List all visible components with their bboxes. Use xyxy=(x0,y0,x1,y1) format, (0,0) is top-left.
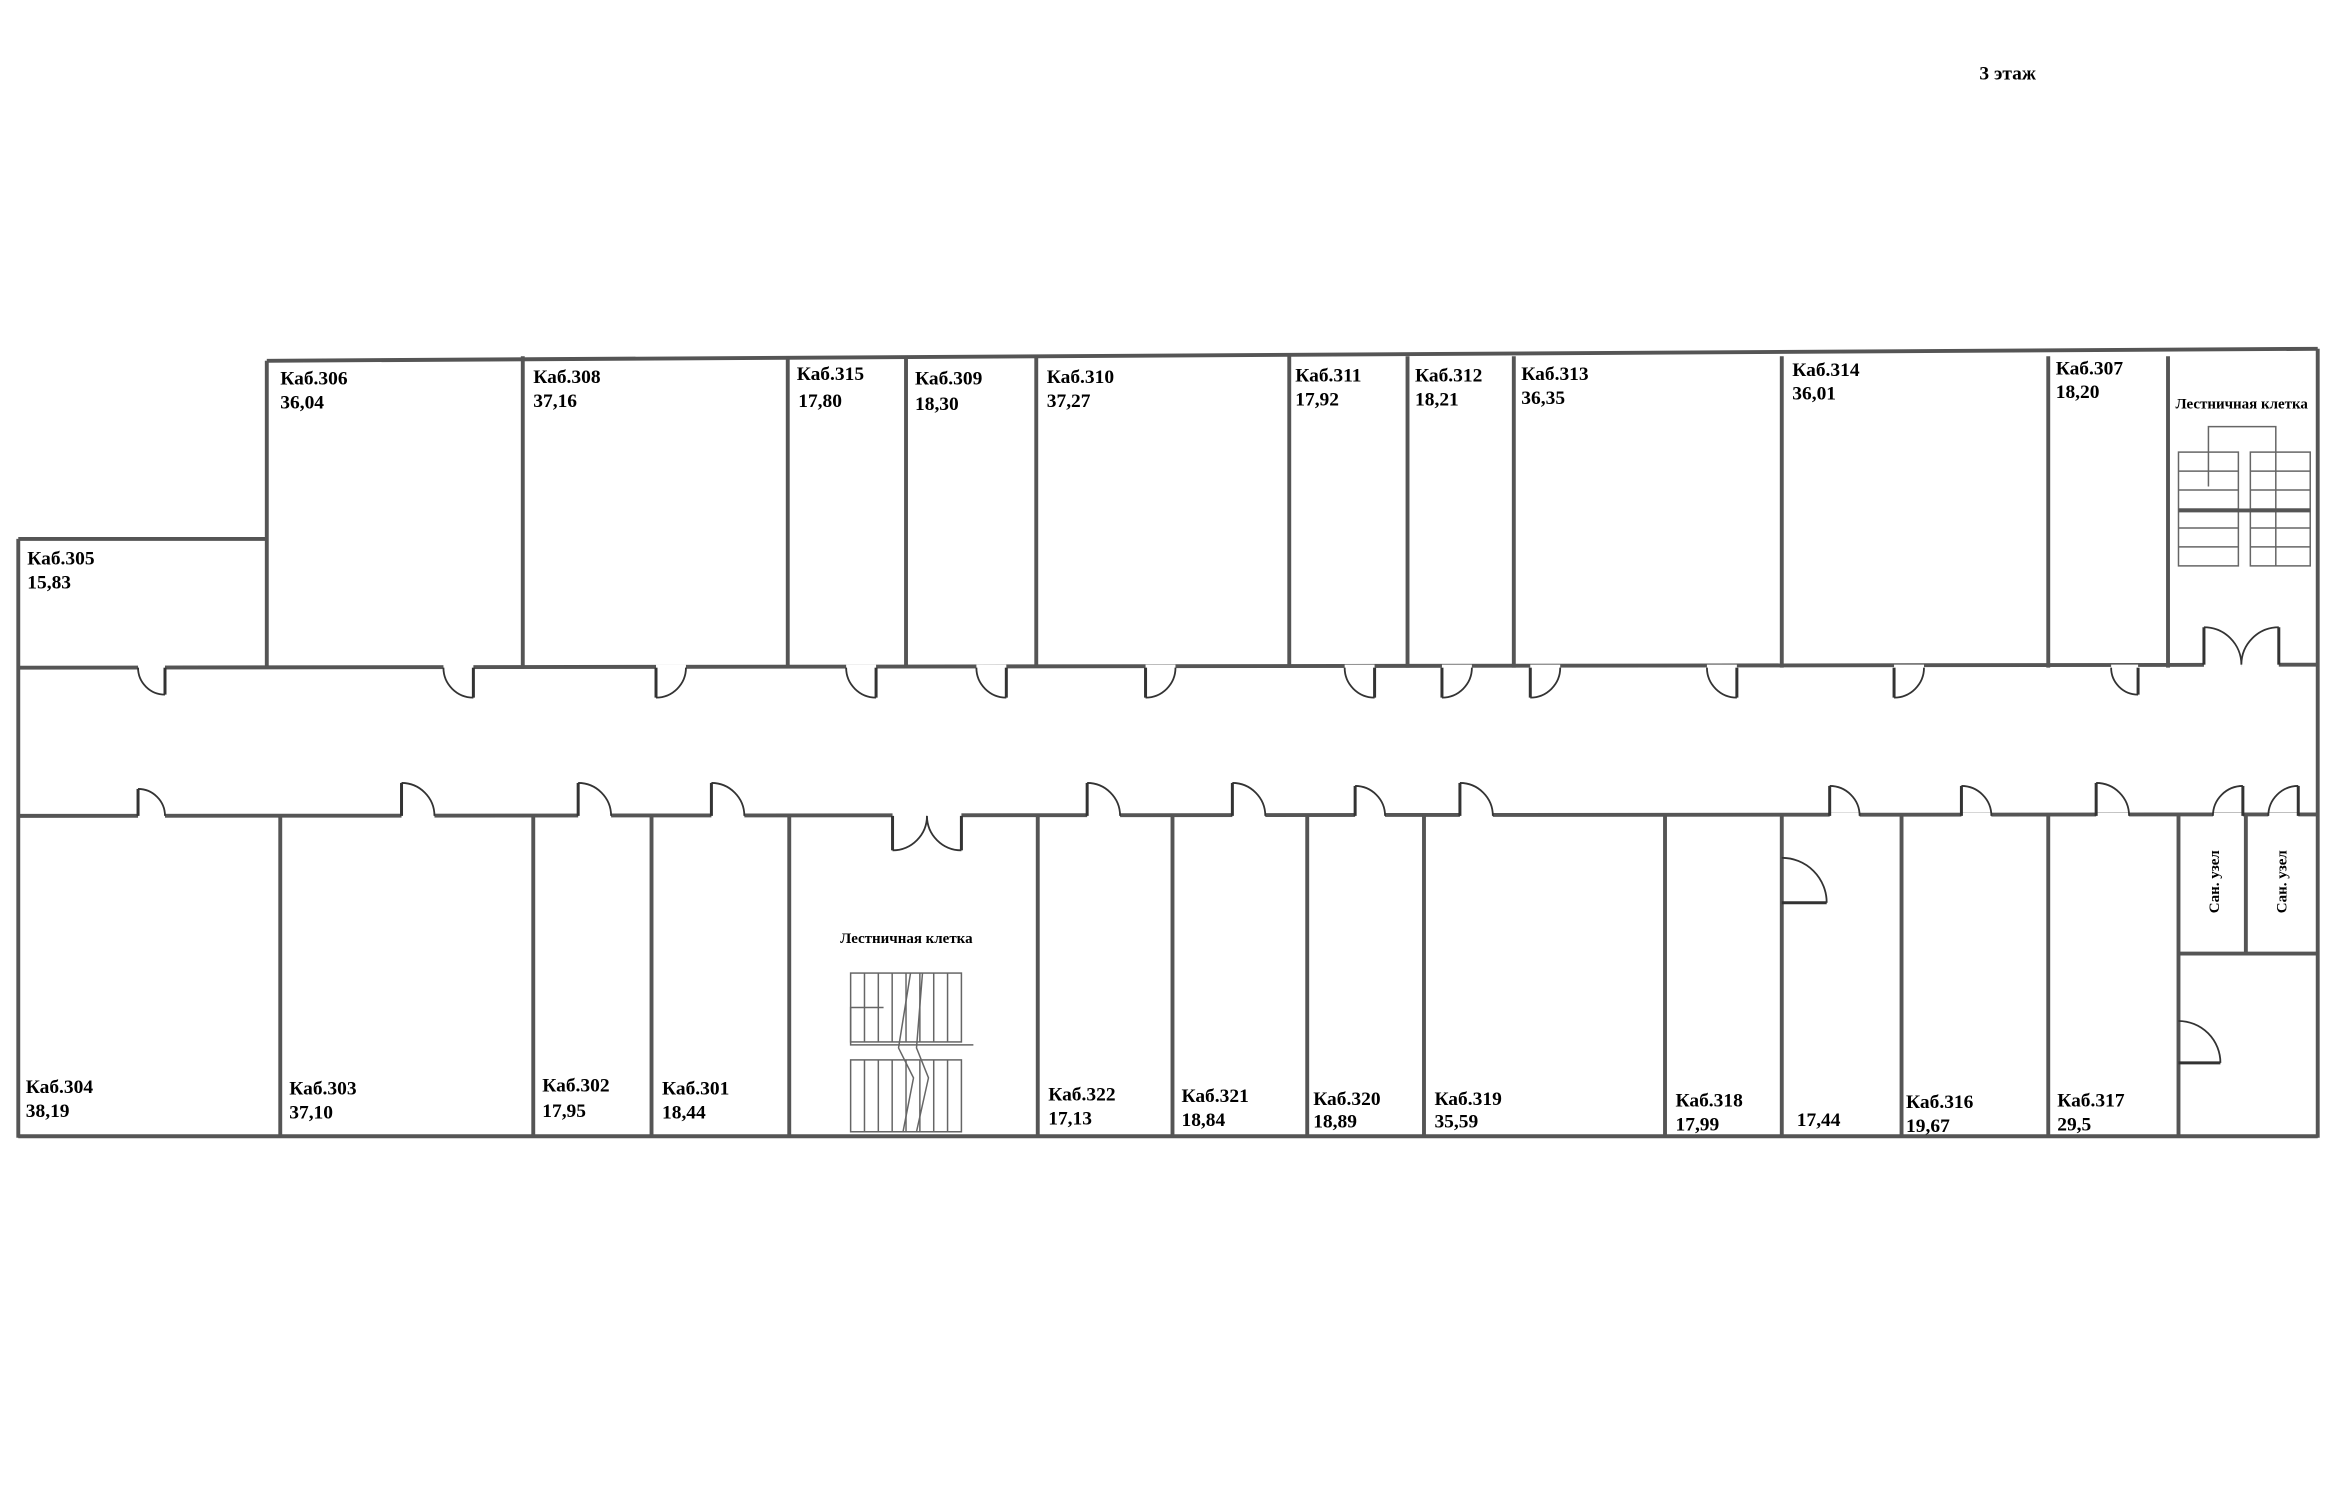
door-swing xyxy=(2267,785,2299,816)
door-swing xyxy=(845,667,877,699)
room-area: 17,99 xyxy=(1675,1114,1719,1135)
door-swing xyxy=(1829,785,1861,816)
room-area: 17,44 xyxy=(1797,1110,1841,1131)
stairwell-label-bottom: Лестничная клетка xyxy=(840,931,973,947)
door-swing xyxy=(926,815,962,852)
room-label: Каб.305 xyxy=(27,548,95,569)
door-swing xyxy=(1087,782,1121,816)
room-area: 37,16 xyxy=(533,391,577,412)
room-label: Каб.311 xyxy=(1295,366,1361,387)
door-swing xyxy=(442,667,474,699)
stairwell-label-top: Лестничная клетка xyxy=(2176,397,2309,413)
stair-arrow xyxy=(849,1006,974,1046)
door-swing xyxy=(2240,626,2279,665)
room-area: 18,21 xyxy=(1415,390,1459,411)
top-rooms: Каб.305 15,83 Каб.306 36,04 Каб.308 37,1… xyxy=(27,358,2308,593)
room-label: Каб.307 xyxy=(2056,358,2124,379)
room-label: Каб.315 xyxy=(797,364,865,385)
room-area: 17,92 xyxy=(1295,390,1339,411)
room-label: Каб.302 xyxy=(542,1075,609,1096)
room-label: Каб.312 xyxy=(1415,366,1482,387)
room-area: 18,20 xyxy=(2056,382,2100,403)
door-swing xyxy=(1706,667,1737,699)
room-area: 18,44 xyxy=(662,1102,706,1123)
door-swing xyxy=(655,667,687,699)
walls xyxy=(16,346,2320,1139)
door-swing xyxy=(2178,1020,2222,1063)
stairs xyxy=(849,425,2311,1133)
room-label: Каб.316 xyxy=(1906,1092,1974,1113)
room-label: Каб.308 xyxy=(533,367,601,388)
door-swing xyxy=(892,815,928,852)
room-area: 18,84 xyxy=(1181,1110,1225,1131)
door-swing xyxy=(1530,667,1562,699)
room-area: 38,19 xyxy=(26,1101,70,1122)
door-swing xyxy=(1145,667,1177,699)
room-label: Каб.303 xyxy=(289,1078,357,1099)
room-area: 29,5 xyxy=(2057,1114,2091,1135)
bottom-rooms: Каб.304 38,19 Каб.303 37,10 Каб.302 17,9… xyxy=(26,850,2291,1137)
room-area: 17,80 xyxy=(798,391,842,412)
door-swing xyxy=(2096,782,2130,816)
stair-arrow xyxy=(2207,425,2277,566)
door-swing xyxy=(2110,667,2139,696)
room-label: Каб.306 xyxy=(280,369,348,390)
room-label: Каб.318 xyxy=(1675,1090,1743,1111)
doors xyxy=(136,626,2300,1065)
room-area: 36,04 xyxy=(280,393,324,414)
door-swing xyxy=(2203,626,2243,665)
door-swing xyxy=(2212,785,2243,816)
wc-label: Сан. узел xyxy=(2207,850,2223,913)
room-label: Каб.310 xyxy=(1047,367,1114,388)
door-swing xyxy=(1355,785,1386,816)
stair-break xyxy=(897,972,915,1132)
room-label: Каб.301 xyxy=(662,1078,729,1099)
room-label: Каб.317 xyxy=(2057,1090,2125,1111)
door-swing xyxy=(401,782,436,816)
room-label: Каб.314 xyxy=(1792,360,1860,381)
wc-label: Сан. узел xyxy=(2274,850,2290,913)
door-swing xyxy=(1232,782,1267,816)
room-area: 17,95 xyxy=(542,1101,586,1122)
door-swing xyxy=(578,782,613,816)
room-area: 15,83 xyxy=(27,572,71,593)
room-label: Каб.320 xyxy=(1313,1089,1380,1110)
door-swing xyxy=(1781,856,1828,903)
door-swing xyxy=(975,667,1007,699)
door-swing xyxy=(137,667,166,696)
room-area: 35,59 xyxy=(1434,1111,1478,1132)
room-label: Каб.313 xyxy=(1521,364,1589,385)
room-label: Каб.309 xyxy=(915,369,983,390)
room-label: Каб.322 xyxy=(1048,1084,1115,1105)
door-swing xyxy=(1961,785,1993,816)
room-area: 36,35 xyxy=(1521,388,1565,409)
room-area: 37,27 xyxy=(1047,391,1091,412)
door-swing xyxy=(1459,782,1494,816)
door-swing xyxy=(1894,667,1925,699)
door-swing xyxy=(1441,667,1473,699)
stair-break xyxy=(915,973,930,1132)
floor-title: 3 этаж xyxy=(1979,63,2037,84)
room-area: 18,30 xyxy=(915,394,959,415)
room-area: 17,13 xyxy=(1048,1108,1092,1129)
room-label: Каб.319 xyxy=(1434,1089,1502,1110)
door-swing xyxy=(1343,667,1375,699)
door-swing xyxy=(711,782,746,816)
room-area: 37,10 xyxy=(289,1102,333,1123)
room-label: Каб.304 xyxy=(26,1077,94,1098)
room-area: 19,67 xyxy=(1906,1116,1950,1137)
room-label: Каб.321 xyxy=(1181,1086,1248,1107)
room-area: 18,89 xyxy=(1313,1111,1357,1132)
room-area: 36,01 xyxy=(1792,384,1836,405)
door-swing xyxy=(138,788,166,816)
